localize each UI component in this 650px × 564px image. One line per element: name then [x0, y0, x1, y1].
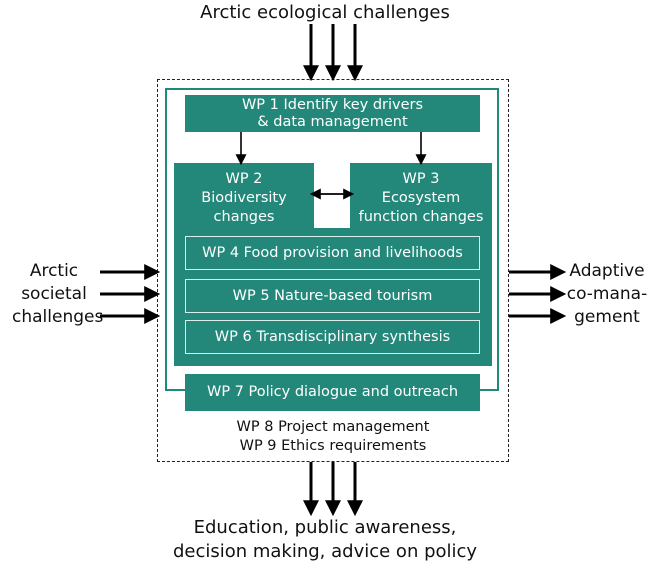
right-output-label: Adaptive co-mana- gement: [564, 260, 650, 329]
wp3-line-3: function changes: [358, 209, 484, 225]
wp2-wp3-bridge: [314, 228, 350, 366]
wp6-strip: WP 6 Transdisciplinary synthesis: [185, 320, 480, 354]
wp3-line-1: WP 3: [402, 171, 440, 187]
wp1-box: WP 1 Identify key drivers & data managem…: [185, 95, 480, 132]
wp2-label: WP 2 Biodiversity changes: [174, 170, 314, 227]
right-output-line-2: co-mana-: [566, 284, 648, 304]
wp3-line-2: Ecosystem: [381, 190, 461, 206]
left-input-line-1: Arctic: [29, 261, 79, 281]
left-input-line-2: societal: [21, 284, 87, 304]
left-input-label: Arctic societal challenges: [12, 260, 104, 329]
right-output-line-1: Adaptive: [569, 261, 645, 281]
left-input-line-3: challenges: [12, 307, 104, 327]
bottom-output-line-1: Education, public awareness,: [193, 517, 457, 538]
bottom-output-line-2: decision making, advice on policy: [172, 541, 478, 562]
wp7-box: WP 7 Policy dialogue and outreach: [185, 374, 480, 411]
wp3-block: [350, 163, 492, 366]
wp9-label: WP 9 Ethics requirements: [239, 438, 427, 454]
wp3-label: WP 3 Ecosystem function changes: [350, 170, 492, 227]
wp2-line-1: WP 2: [225, 171, 263, 187]
wp8-label: WP 8 Project management: [236, 419, 430, 435]
wp8-wp9-text: WP 8 Project management WP 9 Ethics requ…: [157, 418, 509, 456]
bottom-output-label: Education, public awareness, decision ma…: [0, 516, 650, 564]
wp1-line-1: WP 1 Identify key drivers: [241, 97, 424, 113]
wp5-strip: WP 5 Nature-based tourism: [185, 279, 480, 313]
wp2-line-3: changes: [213, 209, 275, 225]
wp4-strip: WP 4 Food provision and livelihoods: [185, 236, 480, 270]
wp2-block: [174, 163, 314, 366]
top-input-label: Arctic ecological challenges: [200, 2, 450, 23]
right-output-line-3: gement: [574, 307, 640, 327]
wp2-line-2: Biodiversity: [201, 190, 287, 206]
wp1-line-2: & data management: [257, 114, 408, 130]
